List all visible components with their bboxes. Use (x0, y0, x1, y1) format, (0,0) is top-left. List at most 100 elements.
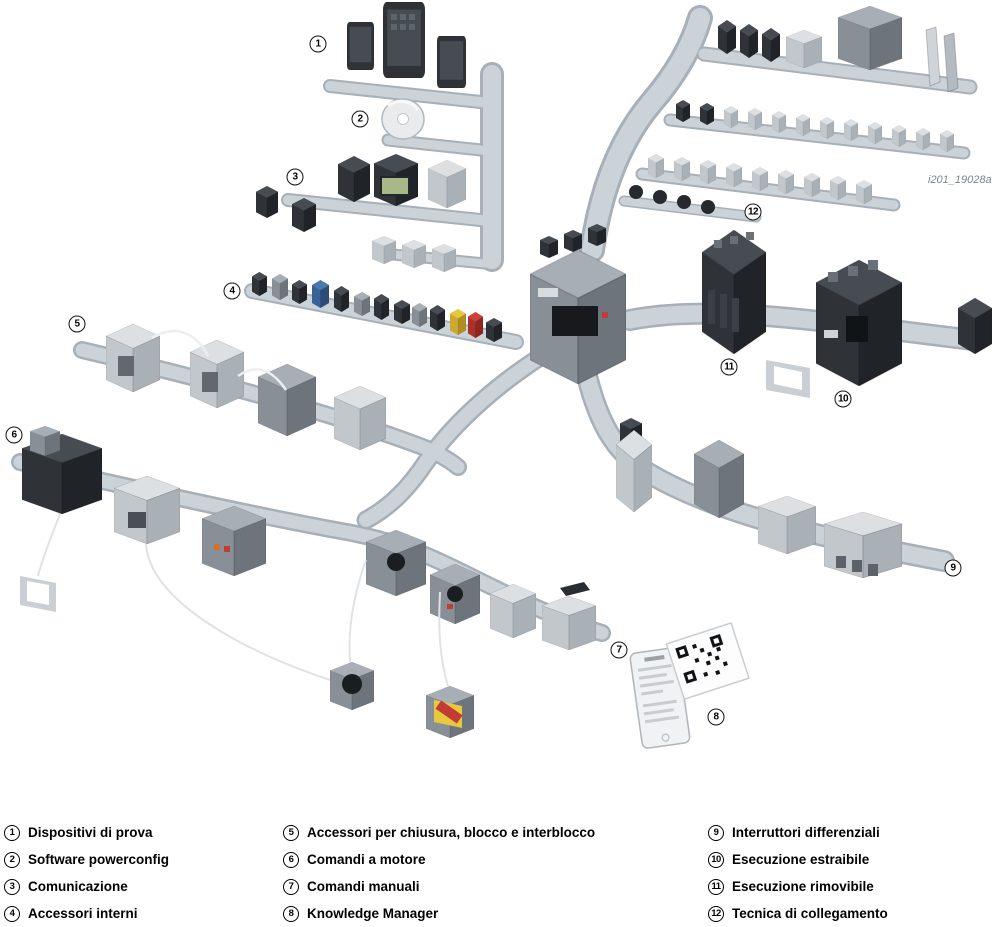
cable-lug (844, 119, 858, 141)
rotary-knob (447, 586, 463, 602)
cable-lug (748, 108, 762, 130)
diagram-badge-9: 9 (944, 559, 962, 577)
ring-lug (677, 195, 691, 209)
indicator-orange (214, 544, 220, 550)
top-terminal (540, 236, 558, 258)
legend-label: Comunicazione (28, 879, 128, 894)
accessory (450, 309, 466, 335)
group-plugin-breaker (702, 230, 766, 354)
terminal (856, 180, 872, 204)
legend-column-2: 5 Accessori per chiusura, blocco e interb… (283, 819, 595, 927)
legend-number-badge: 3 (4, 878, 20, 895)
legend-item-5: 5 Accessori per chiusura, blocco e interb… (283, 819, 595, 846)
interlock-device (258, 364, 316, 436)
comm-module (292, 198, 316, 232)
connector (432, 244, 456, 272)
rotary-knob (387, 553, 405, 571)
display-screen (382, 178, 408, 194)
legend-label: Interruttori differenziali (732, 825, 880, 840)
accessory (374, 294, 389, 320)
link-line (37, 513, 61, 577)
legend-label: Esecuzione rimovibile (732, 879, 874, 894)
link-line (348, 559, 367, 663)
km-qr-card (665, 622, 750, 701)
door-frame-hole (27, 581, 49, 605)
cable-lug (892, 125, 906, 147)
image-watermark: i201_19028a (928, 174, 992, 186)
terminal (830, 176, 846, 200)
diagram-badge-5: 5 (68, 315, 86, 333)
legend-number-badge: 5 (283, 824, 299, 841)
legend-item-3: 3 Comunicazione (4, 873, 169, 900)
pole-terminal (828, 272, 838, 282)
legend-label: Comandi manuali (307, 879, 420, 894)
cable-lug (868, 122, 882, 144)
legend-number-badge: 12 (708, 905, 724, 922)
front-slot (852, 560, 862, 572)
breaker-label (824, 330, 838, 338)
accessory (292, 280, 307, 304)
diagram-badge-12: 12 (744, 203, 762, 221)
group-motor-operators (20, 426, 266, 612)
legend-label: Accessori per chiusura, blocco e interbl… (307, 825, 596, 840)
top-terminal (564, 230, 582, 252)
cable-lug (796, 114, 810, 136)
mounting-frame-hole (774, 366, 802, 390)
terminal-block (786, 30, 822, 68)
group-knowledge-manager (629, 622, 750, 749)
terminal (648, 154, 664, 178)
pole-terminal (746, 232, 754, 240)
group-locking-accessories (106, 324, 386, 450)
central-circuit-breaker (530, 224, 626, 384)
lock-accessory (334, 386, 386, 450)
legend-label: Software powerconfig (28, 852, 170, 867)
motor-operator (202, 506, 266, 576)
cable-lug (676, 100, 690, 122)
cable-lug (940, 130, 954, 152)
legend-number-badge: 1 (4, 824, 20, 841)
indicator-red (224, 546, 230, 552)
comm-module (256, 186, 278, 218)
breaker-label (538, 288, 558, 297)
km-phone (629, 647, 691, 749)
legend-label: Esecuzione estraibile (732, 852, 870, 867)
accessory (394, 300, 410, 324)
interlock-cable (151, 329, 210, 357)
front-slot (732, 298, 739, 332)
breaker-toggle (552, 306, 598, 336)
interlock-cable (237, 368, 288, 391)
lock-slot (118, 356, 134, 376)
rcd-module (616, 430, 652, 512)
rotary-knob (342, 674, 362, 694)
accessory (354, 292, 370, 316)
legend-item-10: 10 Esecuzione estraibile (708, 846, 888, 873)
cable-lug (916, 128, 930, 150)
ring-lug (701, 200, 715, 214)
group-residual-current-devices (616, 418, 902, 578)
accessory (312, 280, 329, 308)
legend-number-badge: 11 (708, 878, 724, 895)
emergency-handle (435, 700, 463, 724)
terminal (752, 167, 768, 191)
legend-label: Knowledge Manager (307, 906, 439, 921)
diagram-badge-1: 1 (309, 35, 327, 53)
comm-module (428, 160, 466, 208)
legend-label: Accessori interni (28, 906, 138, 921)
pole-terminal (714, 240, 722, 248)
diagram-canvas (11, 2, 992, 749)
front-slot (708, 290, 715, 324)
terminal-cover (718, 20, 736, 54)
lock-slot (202, 372, 218, 392)
legend-number-badge: 10 (708, 851, 724, 868)
indicator-red (447, 604, 453, 609)
device-phone (347, 22, 374, 70)
link-line (438, 591, 449, 687)
rcd-breaker (694, 440, 744, 518)
accessory (252, 272, 267, 296)
